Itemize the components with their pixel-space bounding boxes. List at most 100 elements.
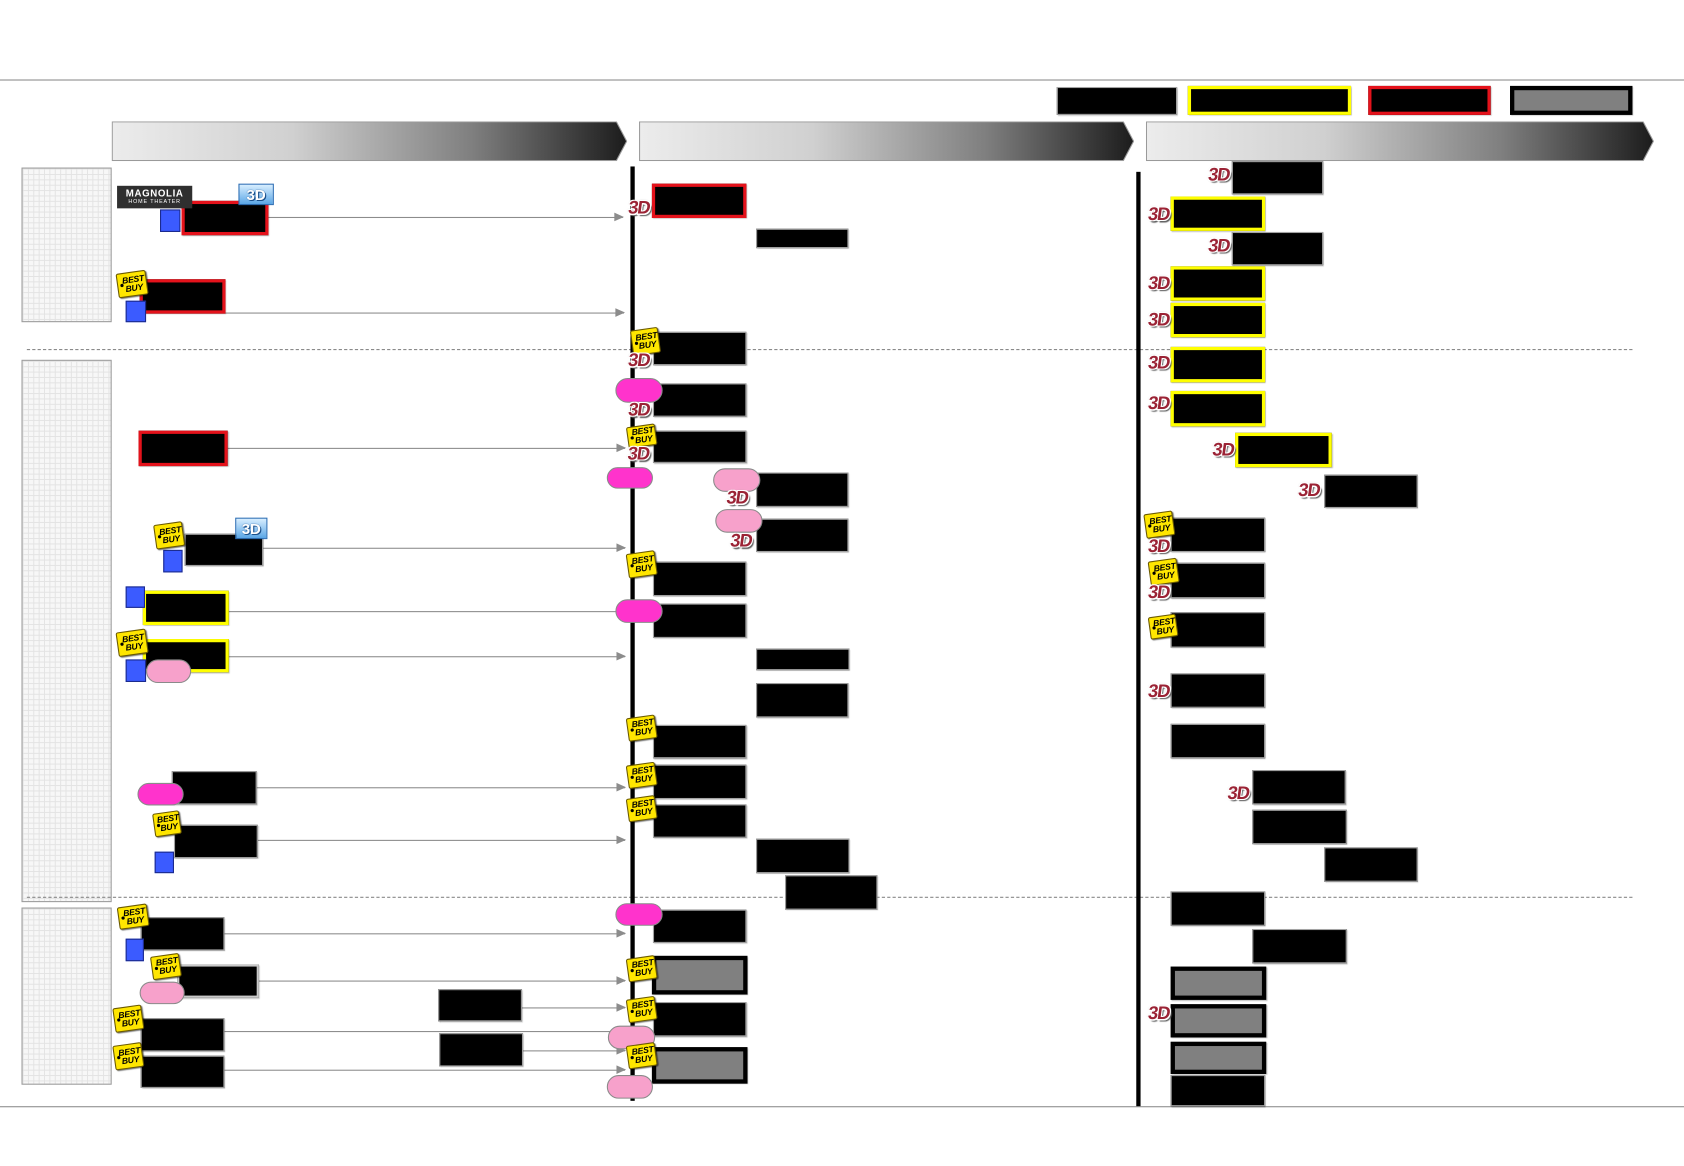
3d-logo-text: 3D xyxy=(1146,680,1171,702)
timeline-arrow xyxy=(256,782,627,792)
roadmap-item-gray xyxy=(651,955,748,995)
3d-logo-text: 3D xyxy=(1211,438,1236,460)
blue-marker-icon xyxy=(154,851,174,874)
pink-tag xyxy=(715,509,763,533)
roadmap-item-box xyxy=(652,1002,747,1037)
3d-logo-text: 3D xyxy=(1146,581,1171,602)
3d-logo-text: 3D xyxy=(1146,308,1171,330)
3d-logo-text: 3D xyxy=(1297,479,1322,500)
roadmap-item-box xyxy=(756,228,849,249)
roadmap-item-box xyxy=(438,989,522,1022)
roadmap-item-box xyxy=(1170,517,1266,553)
best-buy-logo-text: BUY xyxy=(634,1053,654,1066)
roadmap-item-box xyxy=(140,1018,225,1052)
roadmap-item-box xyxy=(177,964,259,998)
3d-logo-icon: 3D xyxy=(1139,534,1179,558)
3d-logo-icon: 3D xyxy=(619,348,659,372)
roadmap-item-box xyxy=(652,430,747,463)
3d-logo-text: 3D xyxy=(626,399,652,420)
roadmap-item-box xyxy=(652,909,747,943)
3d-logo-icon: 3D xyxy=(619,197,659,220)
roadmap-item-box xyxy=(439,1033,524,1067)
magnolia-logo-tagline: HOME THEATER xyxy=(128,198,181,206)
roadmap-item-box xyxy=(1252,809,1347,845)
best-buy-logo-text: BUY xyxy=(634,772,654,785)
3d-logo-icon: 3D xyxy=(235,517,268,540)
3d-logo-text: 3D xyxy=(626,349,652,370)
3d-logo-text: 3D xyxy=(1146,351,1171,373)
roadmap-item-gray xyxy=(651,1047,748,1084)
roadmap-item-box xyxy=(785,875,878,910)
roadmap-item-box xyxy=(652,764,747,800)
roadmap-item-box xyxy=(184,533,264,566)
3d-logo-text: 3D xyxy=(246,185,266,203)
row-label-panel-3 xyxy=(21,907,112,1085)
timeline-arrow xyxy=(257,835,627,845)
roadmap-item-box xyxy=(652,724,747,759)
pink-tag xyxy=(606,1075,653,1099)
3d-logo-icon: 3D xyxy=(1139,1001,1179,1026)
timeline-arrow xyxy=(263,543,627,553)
roadmap-item-box xyxy=(1170,1075,1266,1107)
roadmap-item-box xyxy=(173,824,258,859)
pink-tag xyxy=(713,468,761,492)
3d-logo-icon: 3D xyxy=(1139,202,1179,226)
roadmap-item-red-outline xyxy=(651,183,747,219)
magenta-tag xyxy=(615,378,663,403)
timeline-arrow xyxy=(228,606,627,616)
roadmap-item-yellow-outline xyxy=(1170,266,1266,301)
roadmap-item-yellow-outline xyxy=(1170,196,1266,231)
magenta-tag xyxy=(615,903,663,926)
best-buy-logo-text: BUY xyxy=(634,1007,654,1020)
best-buy-logo-text: BUY xyxy=(124,281,144,294)
3d-logo-icon: 3D xyxy=(238,183,274,206)
pink-tag xyxy=(146,659,192,684)
roadmap-item-yellow-outline xyxy=(142,590,229,626)
roadmap-item-box xyxy=(140,1055,225,1088)
3d-logo-icon: 3D xyxy=(720,528,762,553)
timeline-divider-2 xyxy=(1136,171,1141,1107)
3d-logo-text: 3D xyxy=(1146,392,1171,413)
roadmap-item-box xyxy=(1170,891,1266,926)
best-buy-logo-text: BUY xyxy=(158,964,178,977)
blue-marker-icon xyxy=(125,300,147,323)
3d-logo-icon: 3D xyxy=(1199,233,1239,257)
blue-marker-icon xyxy=(163,549,183,573)
best-buy-logo-text: BUY xyxy=(634,806,654,819)
blue-marker-icon xyxy=(125,938,144,962)
3d-logo-text: 3D xyxy=(1146,272,1171,293)
roadmap-item-box xyxy=(756,472,849,507)
timeline-arrow xyxy=(224,1065,627,1074)
roadmap-item-box xyxy=(1324,474,1418,508)
best-buy-logo-text: BUY xyxy=(1155,624,1175,637)
row-label-panel-1 xyxy=(21,167,112,323)
pink-tag xyxy=(139,981,185,1005)
top-rule xyxy=(0,79,1684,81)
timeline-arrow xyxy=(228,651,627,661)
3d-logo-text: 3D xyxy=(241,519,261,537)
timeline-arrow xyxy=(227,443,627,453)
timeline-arrow xyxy=(258,976,627,985)
best-buy-logo-text: BUY xyxy=(634,725,654,738)
chevron-shape xyxy=(639,121,1135,162)
3d-logo-icon: 3D xyxy=(1139,307,1179,331)
3d-logo-icon: 3D xyxy=(1139,391,1179,415)
3d-logo-text: 3D xyxy=(1146,203,1171,224)
roadmap-item-box xyxy=(1324,847,1418,882)
best-buy-logo-text: BUY xyxy=(159,821,179,834)
magenta-tag xyxy=(137,782,184,806)
roadmap-item-box xyxy=(1170,723,1266,759)
3d-logo-text: 3D xyxy=(1226,782,1251,804)
3d-logo-text: 3D xyxy=(1146,535,1171,556)
roadmap-item-gray xyxy=(1170,1004,1267,1038)
magenta-tag xyxy=(615,599,663,623)
